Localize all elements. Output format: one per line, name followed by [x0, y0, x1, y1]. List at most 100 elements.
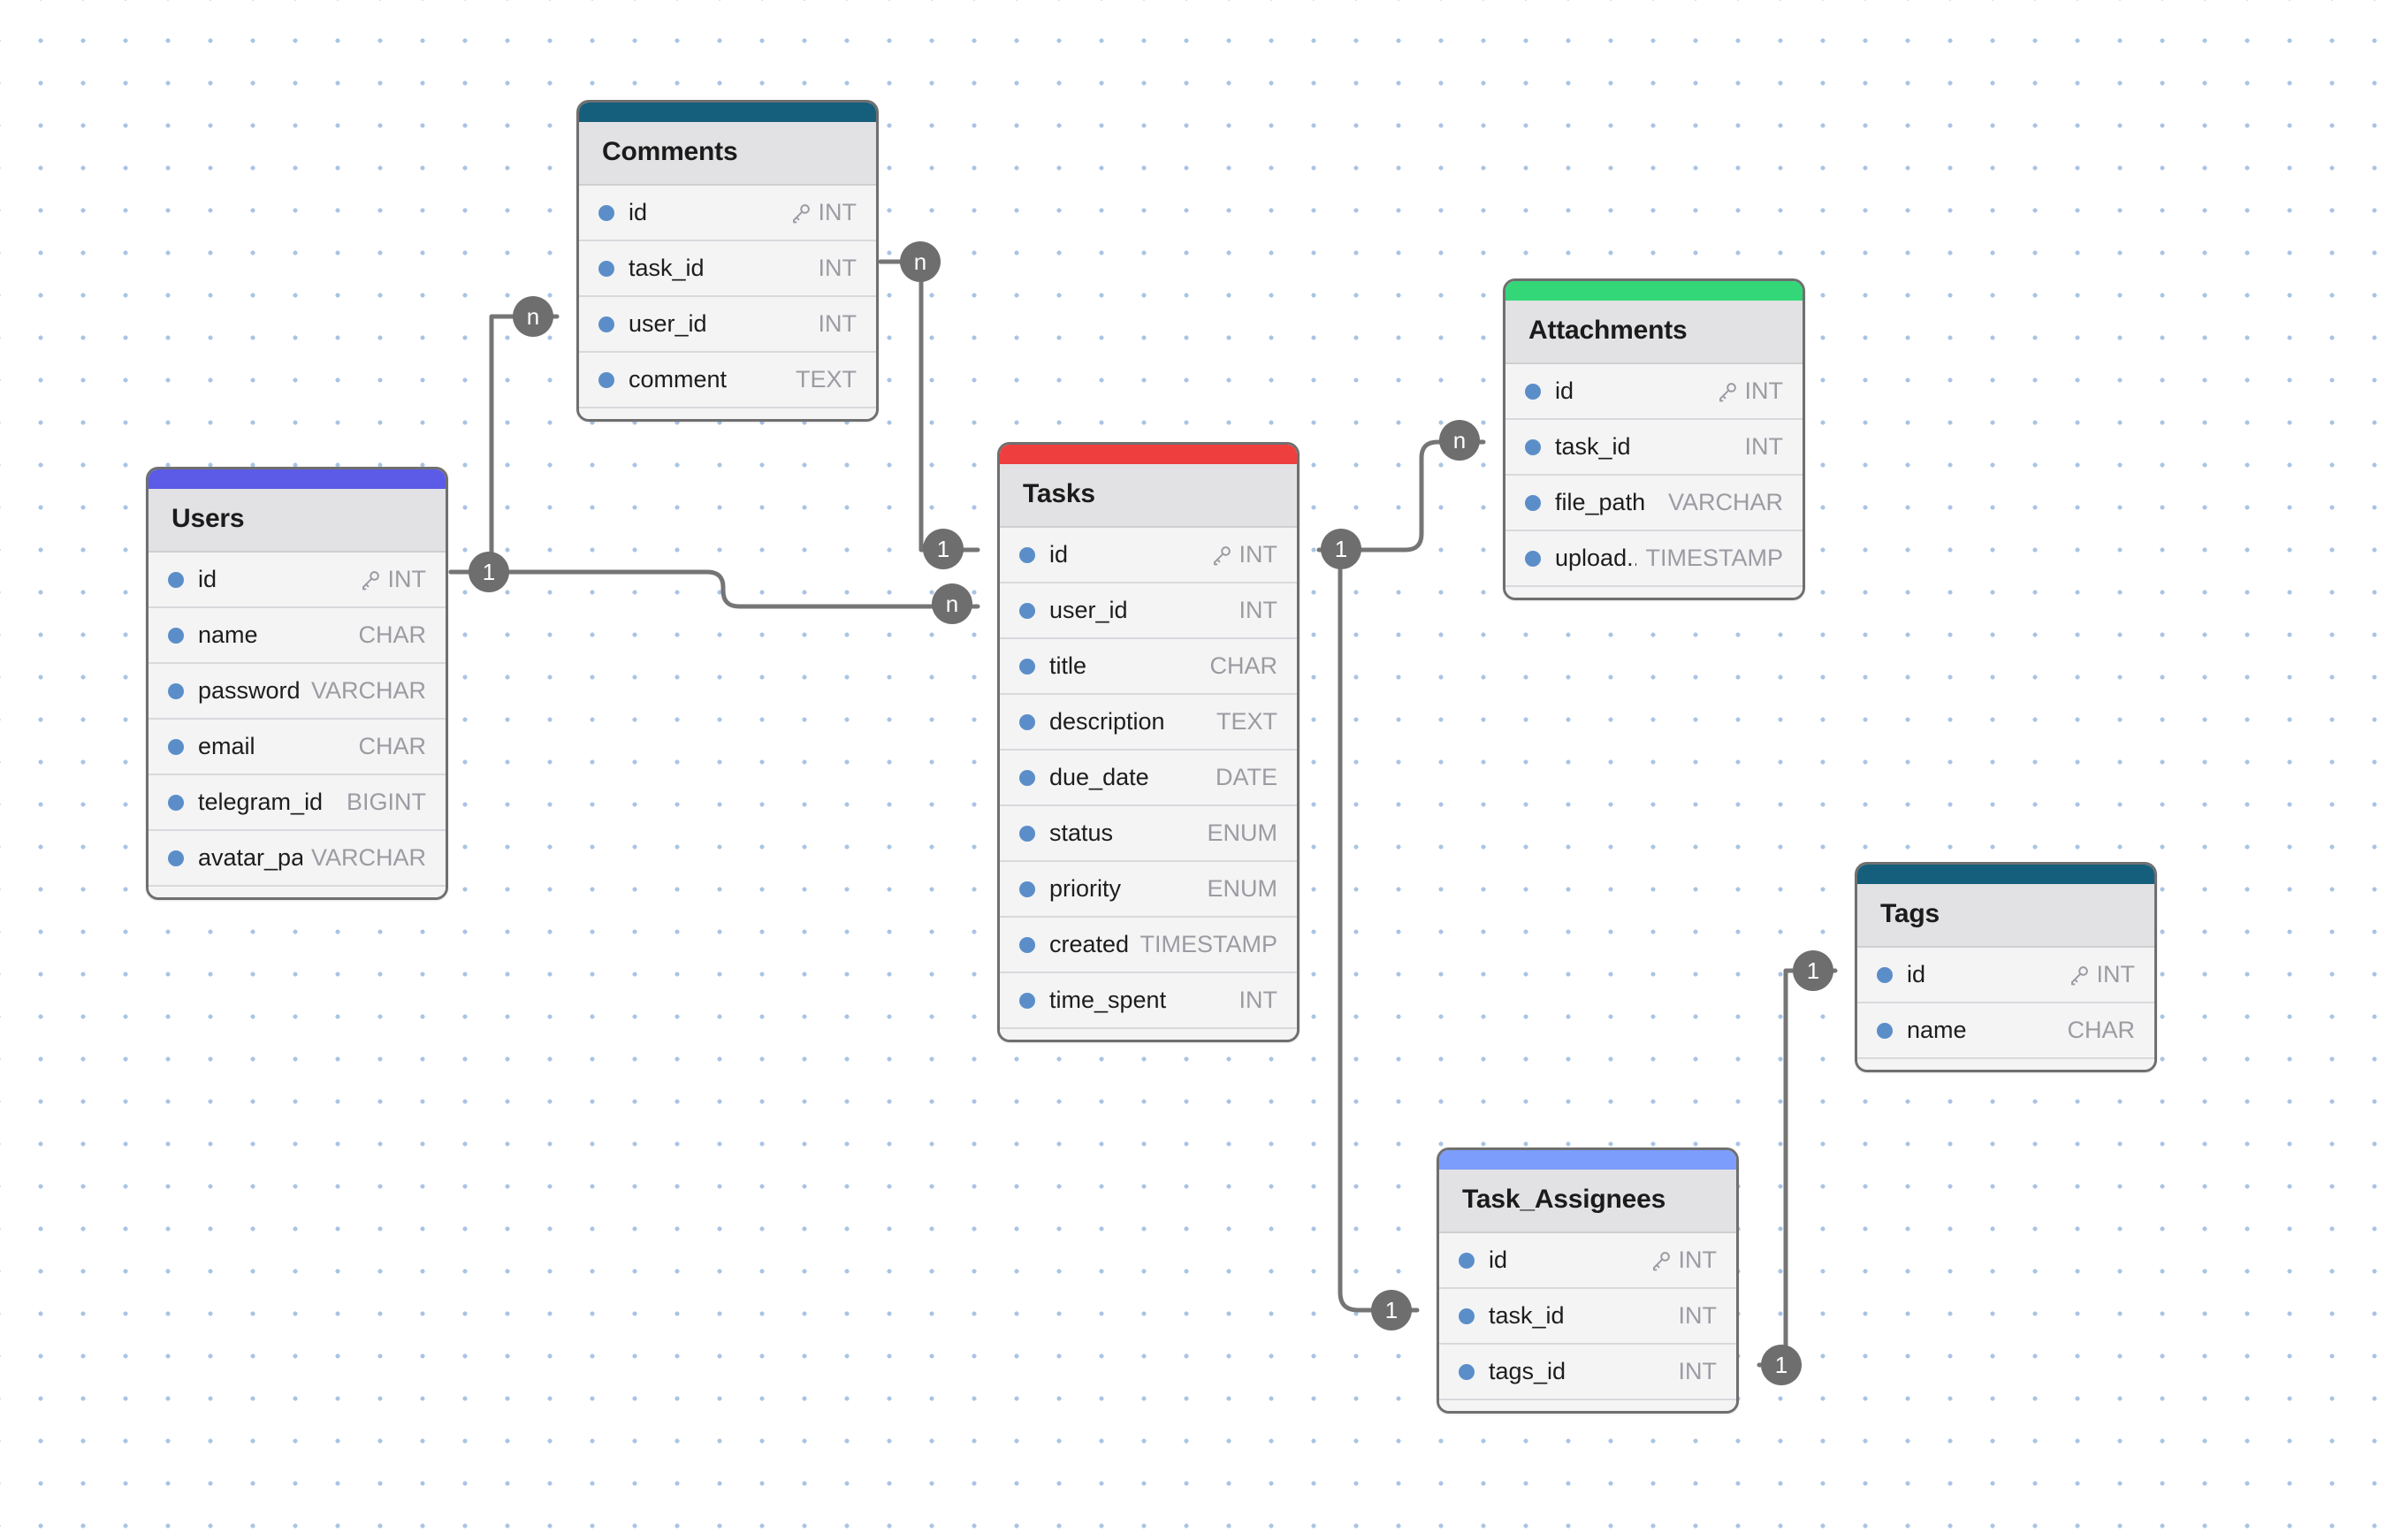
column-bullet-icon	[1877, 966, 1893, 983]
table-title: Users	[149, 489, 446, 553]
column-meta: CHAR	[1209, 652, 1277, 680]
column-name: user_id	[629, 310, 707, 337]
column-type: TIMESTAMP	[1140, 931, 1277, 957]
column-bullet-icon	[1019, 992, 1035, 1009]
column-type: INT	[1678, 1246, 1718, 1273]
table-accent-bar	[1000, 445, 1297, 464]
cardinality-badge-tasks-user-id[interactable]: n	[932, 583, 972, 624]
table-accent-bar	[149, 469, 446, 489]
column-type: INT	[1744, 377, 1784, 404]
table-title: Comments	[579, 122, 876, 186]
column-bullet-icon	[1459, 1252, 1475, 1269]
cardinality-badge-tasks-id-right[interactable]: 1	[1321, 529, 1361, 569]
column-name: id	[1049, 541, 1069, 568]
cardinality-badge-tasks-id-left[interactable]: 1	[923, 529, 964, 569]
cardinality-badge-comments-task-id[interactable]: n	[900, 241, 941, 282]
table-column-row[interactable]: id INT	[1000, 528, 1297, 583]
column-name: file_path	[1555, 489, 1646, 515]
relationship-edge-tags-taskassignees[interactable]	[1757, 968, 1838, 1368]
column-name: time_spent	[1049, 987, 1167, 1013]
table-column-row[interactable]: title CHAR	[1000, 639, 1297, 695]
table-column-row[interactable]: avatar_pa...VARCHAR	[149, 831, 446, 887]
table-accent-bar	[579, 103, 876, 122]
table-column-row[interactable]: created...TIMESTAMP	[1000, 918, 1297, 973]
column-bullet-icon	[1459, 1307, 1475, 1324]
cardinality-badge-attachments-task-id[interactable]: n	[1439, 420, 1480, 461]
column-bullet-icon	[1525, 438, 1541, 455]
relationship-edge-users-tasks[interactable]	[448, 569, 980, 609]
cardinality-badge-task-assignees-task-id[interactable]: 1	[1371, 1290, 1412, 1330]
column-name: description	[1049, 708, 1165, 735]
column-name: status	[1049, 820, 1114, 846]
cardinality-badge-tags-id[interactable]: 1	[1793, 950, 1833, 991]
column-meta: ENUM	[1208, 875, 1278, 903]
key-icon	[1650, 1249, 1673, 1272]
table-card-footer	[1000, 1029, 1297, 1040]
table-column-row[interactable]: id INT	[1505, 364, 1803, 420]
column-bullet-icon	[598, 316, 614, 332]
table-column-row[interactable]: file_path VARCHAR	[1505, 476, 1803, 531]
column-meta: INT	[1679, 1302, 1718, 1330]
column-type: INT	[818, 255, 858, 281]
relationship-edge-tasks-taskassignees[interactable]	[1338, 568, 1420, 1313]
column-meta: INT	[1210, 541, 1277, 568]
relationship-edge-users-comments[interactable]	[448, 314, 560, 575]
column-bullet-icon	[1459, 1363, 1475, 1380]
column-bullet-icon	[1019, 881, 1035, 897]
cardinality-badge-comments-user-id[interactable]: n	[513, 296, 553, 337]
column-meta: VARCHAR	[1668, 489, 1783, 516]
table-column-row[interactable]: name CHAR	[149, 608, 446, 664]
column-bullet-icon	[1019, 546, 1035, 563]
column-name: name	[198, 621, 258, 648]
column-meta: CHAR	[358, 621, 426, 649]
column-meta: INT	[819, 255, 858, 282]
column-type: TIMESTAMP	[1645, 545, 1783, 571]
column-name: id	[1555, 377, 1574, 404]
column-bullet-icon	[168, 794, 184, 811]
column-meta: BIGINT	[347, 789, 426, 816]
column-meta: INT	[359, 566, 426, 593]
key-icon	[359, 568, 382, 591]
column-bullet-icon	[1019, 713, 1035, 730]
column-type: TEXT	[1216, 708, 1277, 735]
column-meta: TEXT	[1216, 708, 1277, 736]
key-icon	[789, 202, 812, 225]
relationship-edge-comments-tasks[interactable]	[878, 259, 980, 553]
table-column-row[interactable]: description TEXT	[1000, 695, 1297, 751]
cardinality-badge-users-id[interactable]: 1	[469, 552, 509, 592]
column-name: title	[1049, 652, 1087, 679]
cardinality-badge-task-assignees-tags-id[interactable]: 1	[1761, 1345, 1802, 1385]
table-column-row[interactable]: upload...TIMESTAMP	[1505, 531, 1803, 587]
column-type: CHAR	[2067, 1017, 2135, 1043]
column-meta: CHAR	[358, 733, 426, 760]
column-type: INT	[2096, 961, 2136, 987]
column-bullet-icon	[168, 627, 184, 644]
column-name: comment	[629, 366, 728, 393]
